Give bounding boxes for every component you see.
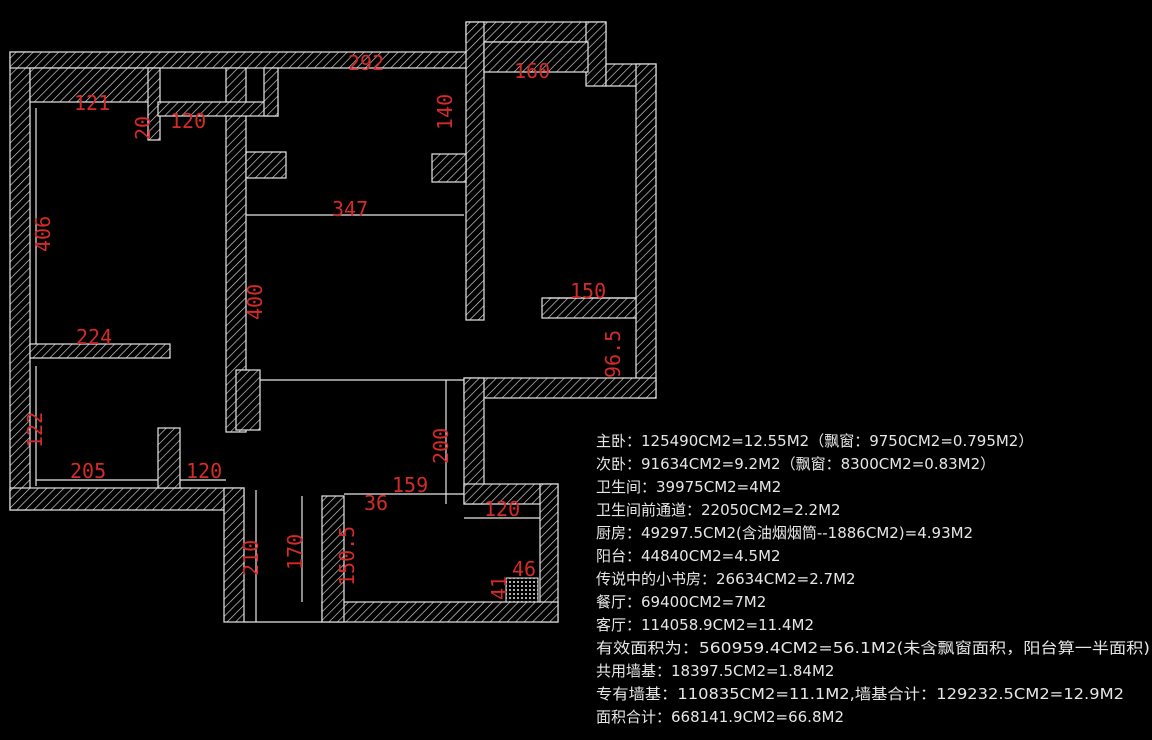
dim-122: 122	[23, 412, 47, 448]
window-header-right	[483, 41, 589, 73]
dim-347: 347	[332, 197, 368, 221]
dim-41: 41	[487, 576, 511, 600]
area-line: 餐厅：69400CM2=7M2	[596, 593, 766, 611]
wall-partition-left	[29, 343, 171, 359]
dim-46: 46	[512, 557, 536, 581]
wall-kitchen-bottom	[321, 601, 559, 623]
area-line: 有效面积为：560959.4CM2=56.1M2(未含飘窗面积，阳台算一半面积)	[596, 639, 1150, 657]
area-line: 阳台：44840CM2=4.5M2	[596, 547, 781, 565]
wall-center-left	[225, 67, 247, 433]
area-line: 厨房：49297.5CM2(含油烟烟筒--1886CM2)=4.93M2	[596, 524, 973, 542]
dim-120-bath: 120	[484, 497, 520, 521]
area-line: 次卧：91634CM2=9.2M2（飘窗：8300CM2=0.83M2）	[596, 455, 995, 473]
dim-159: 159	[392, 473, 428, 497]
dim-36: 36	[364, 491, 388, 515]
area-line: 专有墙基：110835CM2=11.1M2,墙基合计：129232.5CM2=1…	[596, 685, 1124, 703]
dim-160: 160	[514, 59, 550, 83]
wall-center-right	[465, 21, 485, 321]
dim-121: 121	[74, 91, 110, 115]
dim-120-mid: 120	[186, 459, 222, 483]
dim-120-top: 120	[170, 109, 206, 133]
pillar-upper	[245, 151, 287, 179]
walls	[9, 21, 657, 623]
wall-right-upper	[585, 21, 607, 87]
area-line: 面积合计：668141.9CM2=66.8M2	[596, 708, 844, 726]
dim-20: 20	[131, 116, 155, 140]
dim-140: 140	[433, 94, 457, 130]
dim-96-5: 96.5	[601, 330, 625, 378]
wall-center-lower	[235, 369, 261, 431]
pillar-mid	[431, 153, 467, 183]
dim-170: 170	[283, 534, 307, 570]
dim-205: 205	[70, 459, 106, 483]
area-list: 主卧：125490CM2=12.55M2（飘窗：9750CM2=0.795M2）…	[596, 432, 1150, 726]
dim-406: 406	[31, 216, 55, 252]
dim-210: 210	[239, 540, 263, 576]
area-line: 客厅：114058.9CM2=11.4M2	[596, 616, 814, 634]
wall-bath-right	[539, 483, 559, 623]
thin-lines	[35, 108, 636, 623]
dim-400: 400	[243, 284, 267, 320]
wall-right-bottom	[463, 377, 657, 399]
wall-corridor-left	[223, 487, 245, 623]
wall-right-outer	[635, 63, 657, 399]
area-line: 传说中的小书房：26634CM2=2.7M2	[596, 570, 856, 588]
dimension-labels: 292 160 121 20 120 140 347 406 400 150 2…	[23, 51, 625, 600]
dim-292: 292	[348, 51, 384, 75]
flue-grid	[505, 577, 539, 603]
area-line: 卫生间前通道：22050CM2=2.2M2	[596, 501, 841, 519]
area-line: 共用墙基：18397.5CM2=1.84M2	[596, 662, 834, 680]
wall-stub-lower	[157, 427, 181, 489]
wall-top-right	[465, 21, 607, 43]
wall-top	[9, 51, 469, 69]
area-line: 卫生间：39975CM2=4M2	[596, 478, 781, 496]
wall-kitchen-left	[321, 495, 345, 623]
area-line: 主卧：125490CM2=12.55M2（飘窗：9750CM2=0.795M2）	[596, 432, 1033, 450]
dim-150-5: 150.5	[335, 526, 359, 586]
dim-150: 150	[570, 279, 606, 303]
closet-side	[263, 67, 279, 117]
dim-200: 200	[429, 428, 453, 464]
wall-bottom-left	[9, 487, 245, 511]
dim-224: 224	[76, 325, 112, 349]
